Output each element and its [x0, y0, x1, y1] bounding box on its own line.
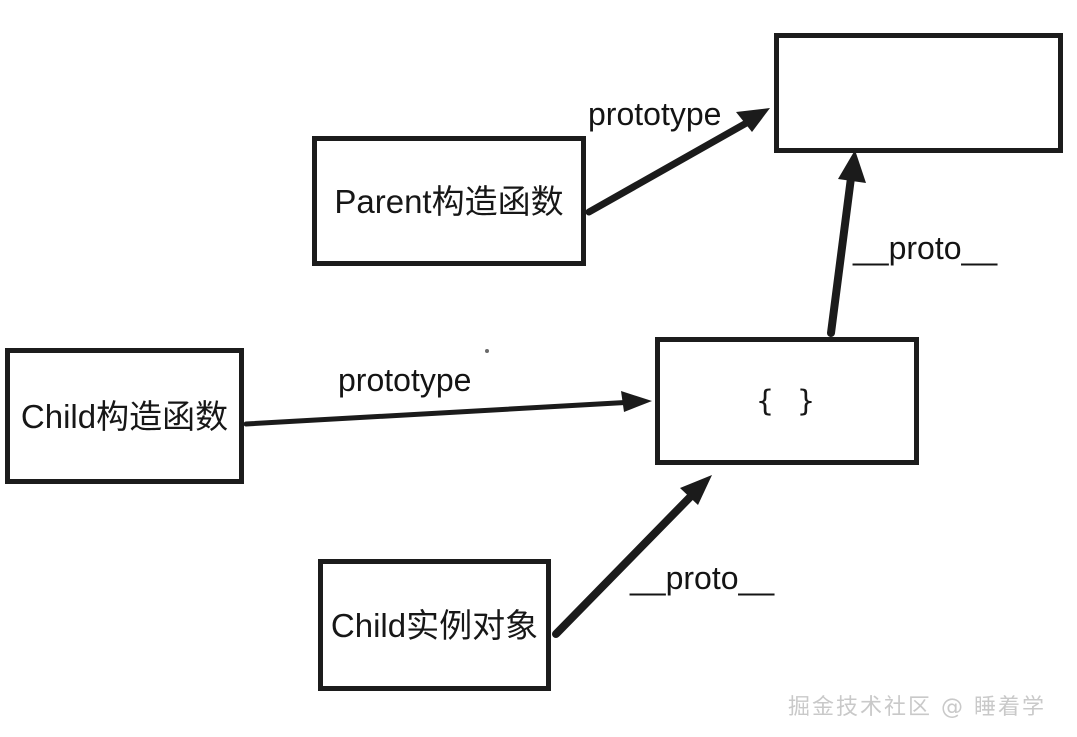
node-child-prototype[interactable]: { } — [655, 337, 919, 465]
node-child-instance-label: Child实例对象 — [330, 606, 539, 644]
ink-dot-artifact — [485, 349, 489, 353]
edge-child-instance-to-child-prototype — [552, 475, 712, 638]
watermark: 掘金技术社区 @ 睡着学 — [788, 695, 1046, 720]
node-parent-prototype[interactable] — [774, 33, 1063, 153]
node-parent-constructor-label: Parent构造函数 — [334, 182, 564, 220]
node-child-instance[interactable]: Child实例对象 — [318, 559, 551, 691]
edge-label-prototype-child: prototype — [338, 362, 472, 398]
edge-label-proto-upper: __proto__ — [853, 230, 998, 266]
node-child-constructor[interactable]: Child构造函数 — [5, 348, 244, 484]
node-parent-constructor[interactable]: Parent构造函数 — [312, 136, 586, 266]
edge-label-proto-lower: __proto__ — [630, 560, 775, 596]
node-child-constructor-label: Child构造函数 — [20, 397, 229, 435]
edge-label-prototype-parent: prototype — [588, 96, 722, 132]
node-child-prototype-label: { } — [756, 383, 818, 418]
